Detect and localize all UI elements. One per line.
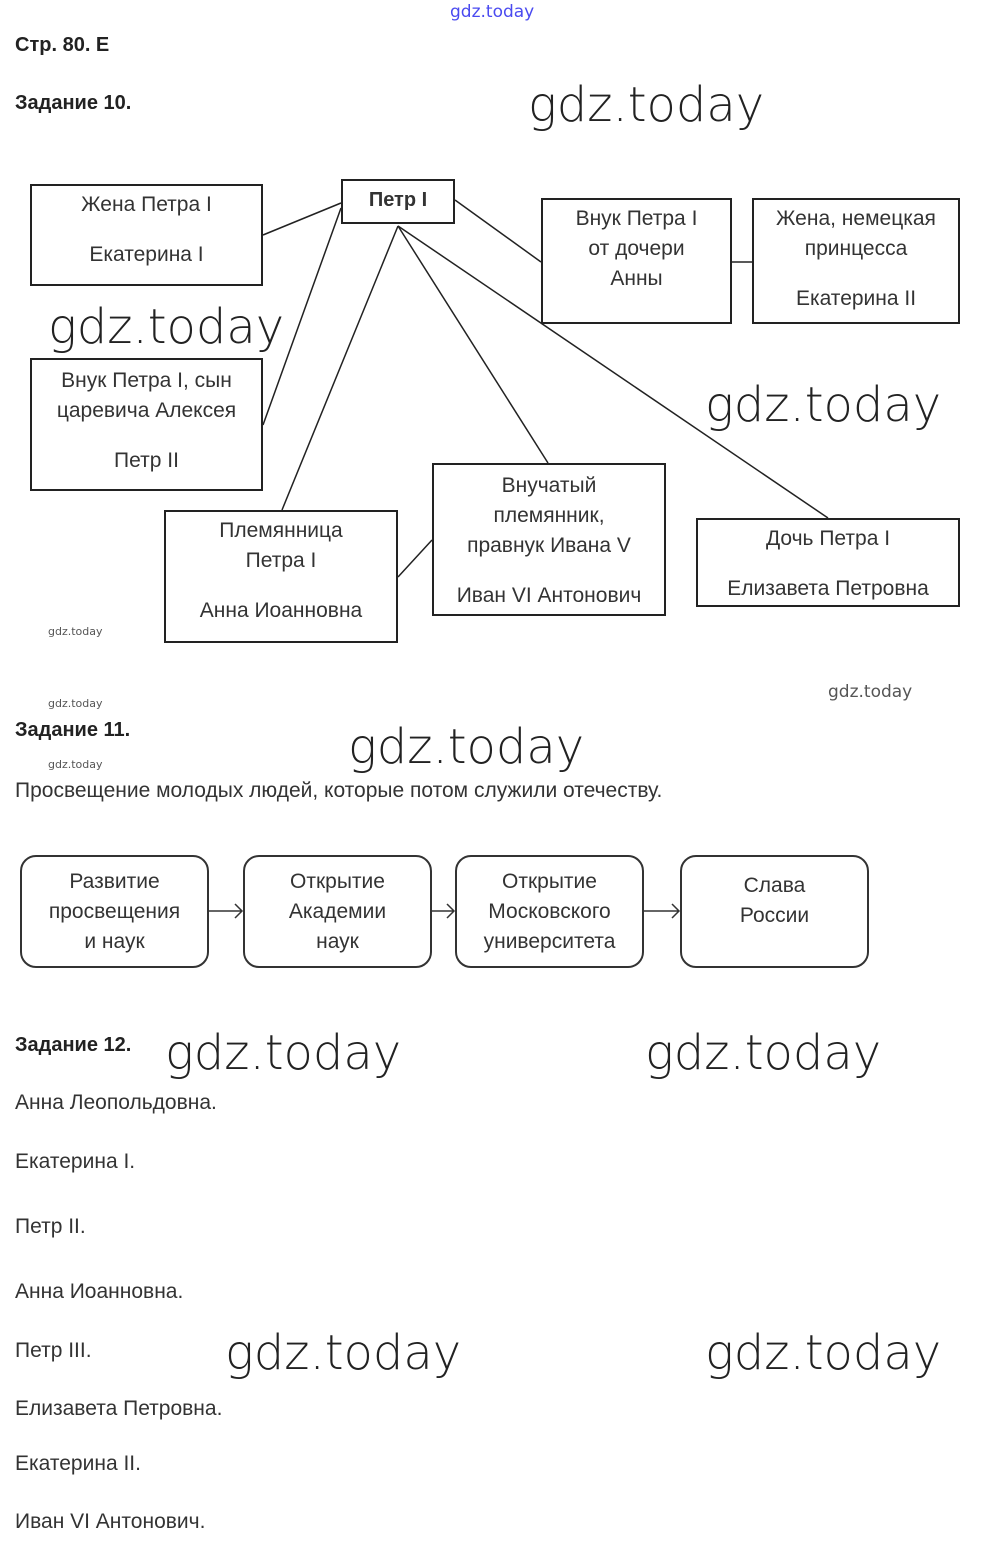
- flow-label: и наук: [84, 929, 145, 953]
- task12-item: Петр III.: [15, 1339, 92, 1362]
- node-label: Племянница: [219, 519, 343, 542]
- page-header: Стр. 80. Е: [15, 34, 110, 56]
- watermark: gdz.today: [705, 377, 942, 433]
- node-name: Иван VI Антонович: [456, 584, 642, 607]
- node-label: принцесса: [804, 237, 908, 260]
- watermark: gdz.today: [348, 719, 585, 775]
- watermark-small: gdz.today: [828, 682, 913, 702]
- watermark: gdz.today: [645, 1025, 882, 1081]
- node-label: правнук Ивана V: [467, 534, 631, 557]
- flow-label: Открытие: [502, 869, 597, 893]
- node-name: Екатерина II: [795, 287, 917, 310]
- node-label: Внук Петра I, сын: [61, 369, 232, 392]
- node-label: от дочери: [588, 237, 685, 260]
- flow-arrows: [209, 903, 681, 919]
- task12-item: Елизавета Петровна.: [15, 1397, 223, 1420]
- watermark-small: gdz.today: [48, 697, 103, 710]
- task12-item: Петр II.: [15, 1215, 86, 1238]
- flow-label: университета: [483, 929, 616, 953]
- task11-text: Просвещение молодых людей, которые потом…: [15, 779, 663, 802]
- task10-title: Задание 10.: [15, 92, 132, 114]
- task12-title: Задание 12.: [15, 1034, 132, 1056]
- flow-label: Академии: [288, 899, 387, 923]
- flow-label: просвещения: [48, 899, 181, 923]
- flow-label: наук: [316, 929, 359, 953]
- flow-step-1: Развитие просвещения и наук: [20, 855, 209, 968]
- node-name: Петр II: [114, 449, 179, 472]
- watermark: gdz.today: [528, 77, 765, 133]
- node-label: Петр I: [368, 189, 428, 211]
- arrow-icon: [432, 903, 456, 919]
- node-name: Екатерина I: [89, 243, 204, 266]
- node-name: Елизавета Петровна: [727, 577, 929, 600]
- watermark: gdz.today: [705, 1325, 942, 1381]
- flow-label: Открытие: [290, 869, 385, 893]
- task12-item: Иван VI Антонович.: [15, 1510, 206, 1533]
- flow-label: России: [739, 904, 810, 927]
- watermark: gdz.today: [48, 299, 285, 355]
- node-label: Внук Петра I: [575, 207, 698, 230]
- node-label: Анны: [610, 267, 663, 290]
- node-wife: Жена Петра I Екатерина I: [30, 184, 263, 286]
- watermark-small: gdz.today: [48, 758, 103, 771]
- flow-label: Московского: [488, 899, 611, 923]
- watermark-small: gdz.today: [48, 625, 103, 638]
- node-name: Анна Иоанновна: [199, 599, 363, 622]
- task12-item: Анна Леопольдовна.: [15, 1091, 217, 1114]
- task12-item: Анна Иоанновна.: [15, 1280, 184, 1303]
- task11-title: Задание 11.: [15, 719, 131, 741]
- node-ivan6: Внучатый племянник, правнук Ивана V Иван VI…: [432, 463, 666, 616]
- diagram-connectors: [262, 199, 829, 578]
- flow-label: Развитие: [69, 869, 160, 893]
- node-label: Жена, немецкая: [776, 207, 936, 230]
- task12-item: Екатерина II.: [15, 1452, 141, 1475]
- arrow-icon: [644, 903, 681, 919]
- arrow-icon: [209, 903, 244, 919]
- node-label: племянник,: [493, 504, 605, 527]
- node-label: Петра I: [245, 549, 317, 572]
- watermark: gdz.today: [225, 1325, 462, 1381]
- node-petr1: Петр I: [341, 179, 455, 224]
- node-label: Дочь Петра I: [765, 527, 891, 550]
- node-label: царевича Алексея: [56, 399, 237, 422]
- task12-item: Екатерина I.: [15, 1150, 136, 1173]
- node-label: Жена Петра I: [81, 193, 212, 216]
- flow-label: Слава: [743, 874, 806, 897]
- node-elizaveta: Дочь Петра I Елизавета Петровна: [696, 518, 960, 607]
- watermark: gdz.today: [165, 1025, 402, 1081]
- top-watermark: gdz.today: [450, 2, 535, 22]
- node-label: Внучатый: [501, 474, 597, 497]
